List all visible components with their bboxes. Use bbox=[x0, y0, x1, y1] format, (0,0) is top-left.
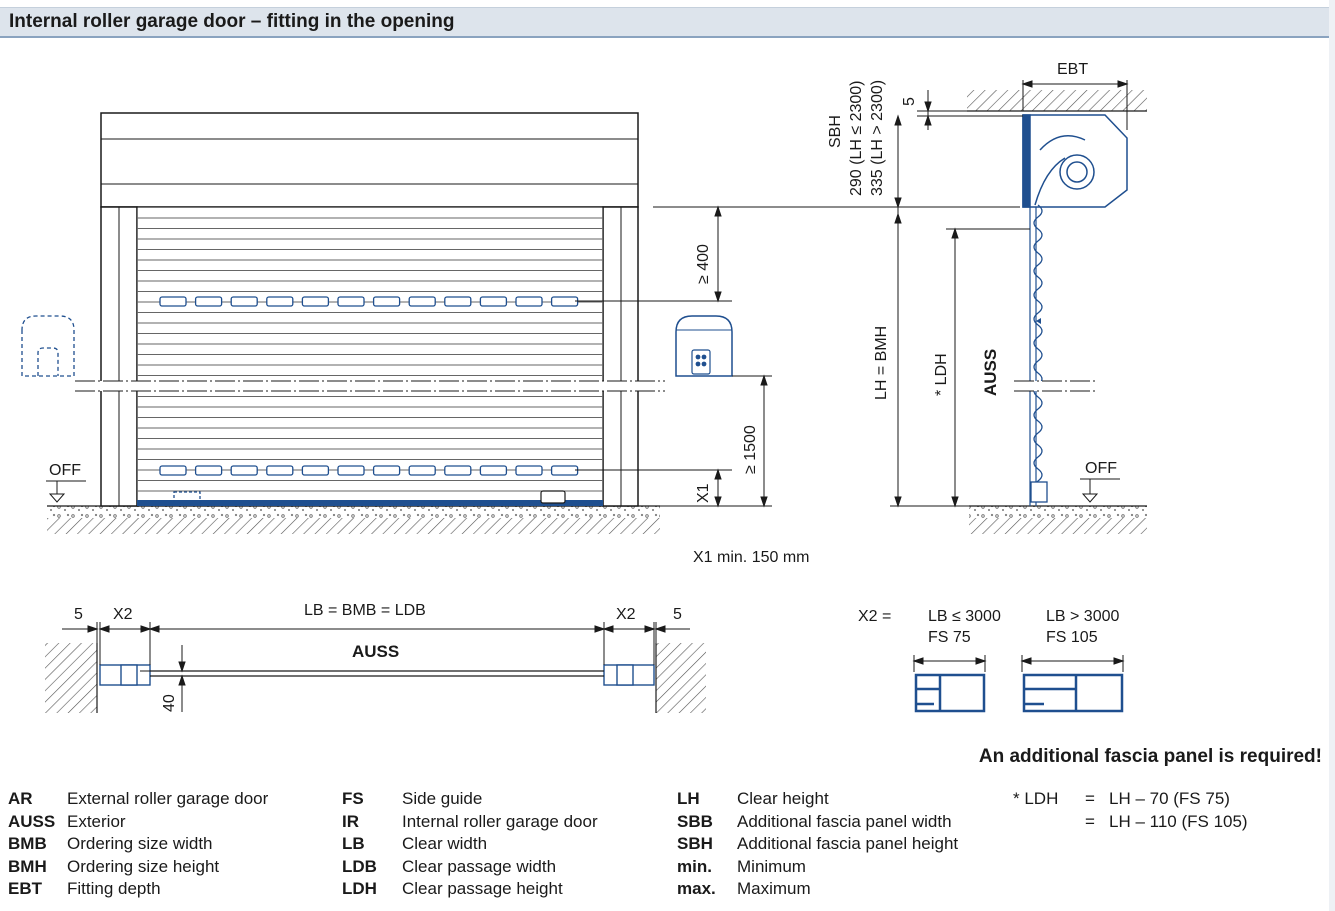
legend-row: min.Minimum bbox=[677, 856, 806, 876]
plan-wall-left bbox=[45, 643, 97, 713]
bottom-profile bbox=[1030, 481, 1048, 503]
x2-col1-a: LB ≤ 3000 bbox=[928, 608, 1001, 625]
break-line bbox=[75, 380, 665, 392]
legend-row: =LH – 110 (FS 105) bbox=[1085, 811, 1248, 831]
page-header: Internal roller garage door – fitting in… bbox=[0, 7, 1329, 38]
ebt-label: EBT bbox=[1057, 61, 1088, 78]
dashed-lock-box bbox=[173, 491, 201, 505]
profile-fs105 bbox=[1022, 673, 1124, 713]
plan-auss-label: AUSS bbox=[352, 642, 399, 661]
floor-gravel-left bbox=[47, 506, 660, 518]
curtain-chain bbox=[1033, 204, 1043, 494]
off-label-left: OFF bbox=[49, 462, 81, 479]
plan-x2-left-label: X2 bbox=[113, 606, 133, 623]
page-title: Internal roller garage door – fitting in… bbox=[9, 11, 455, 32]
plan-40-label: 40 bbox=[161, 694, 178, 712]
off-label-right: OFF bbox=[1085, 460, 1117, 477]
handle-box bbox=[540, 490, 566, 504]
profile-fs75 bbox=[914, 673, 986, 713]
fascia-box bbox=[100, 112, 639, 208]
legend-row: * LDH=LH – 70 (FS 75) bbox=[1013, 789, 1230, 808]
right-edge-strip bbox=[1329, 0, 1335, 911]
lh-bmh-label: LH = BMH bbox=[873, 326, 890, 400]
fascia-note: An additional fascia panel is required! bbox=[978, 746, 1322, 767]
dim-ge1500-label: ≥ 1500 bbox=[742, 425, 759, 474]
sbh-label: SBH bbox=[827, 115, 844, 148]
legend-column-4: * LDH=LH – 70 (FS 75) =LH – 110 (FS 105) bbox=[1013, 788, 1248, 833]
plan-lb-label: LB = BMB = LDB bbox=[304, 602, 426, 619]
ceiling-hatch bbox=[967, 90, 1147, 111]
auss-side-label: AUSS bbox=[981, 349, 1000, 396]
bottom-rail bbox=[137, 500, 603, 506]
x2-profiles: X2 = LB ≤ 3000 FS 75 LB > 3000 FS 105 bbox=[858, 608, 1125, 713]
plan-view: 5 X2 LB = BMB = LDB X2 5 AUSS 40 bbox=[45, 602, 706, 713]
vent-slots bbox=[159, 296, 579, 476]
dim-ge1500 bbox=[575, 374, 772, 508]
plan-x2-right-label: X2 bbox=[616, 606, 636, 623]
five-top-label: 5 bbox=[901, 97, 918, 106]
floor-hatch-right bbox=[969, 518, 1147, 534]
front-elevation: OFF ≥ 400 ≥ 1500 X1 X1 min. 150 mm bbox=[21, 112, 1020, 566]
floor-hatch-left bbox=[47, 518, 660, 534]
x2-col2-a: LB > 3000 bbox=[1046, 608, 1120, 625]
plan-five-left-label: 5 bbox=[74, 606, 83, 623]
x2-col1-b: FS 75 bbox=[928, 629, 971, 646]
floor-gravel-right bbox=[969, 506, 1147, 518]
x2-eq-label: X2 = bbox=[858, 608, 891, 625]
dashed-control-box bbox=[21, 315, 75, 377]
legend-row: max.Maximum bbox=[677, 879, 811, 898]
x2-col2-b: FS 105 bbox=[1046, 629, 1098, 646]
control-unit bbox=[675, 315, 733, 377]
side-section: EBT 5 SBH 290 (LH ≤ 2300) 335 (LH > 2300… bbox=[827, 61, 1147, 534]
dim-x1-label: X1 bbox=[695, 483, 712, 503]
sbh-290-label: 290 (LH ≤ 2300) bbox=[848, 80, 865, 196]
plan-five-right-label: 5 bbox=[673, 606, 682, 623]
door-curtain bbox=[136, 206, 604, 507]
roller-housing bbox=[1022, 114, 1128, 208]
dim-ge400 bbox=[575, 205, 1020, 303]
dim-ge400-label: ≥ 400 bbox=[695, 244, 712, 284]
plan-wall-right bbox=[656, 643, 706, 713]
x1-min-note: X1 min. 150 mm bbox=[693, 549, 809, 566]
sbh-335-label: 335 (LH > 2300) bbox=[869, 80, 886, 196]
ldh-label: * LDH bbox=[933, 353, 950, 396]
